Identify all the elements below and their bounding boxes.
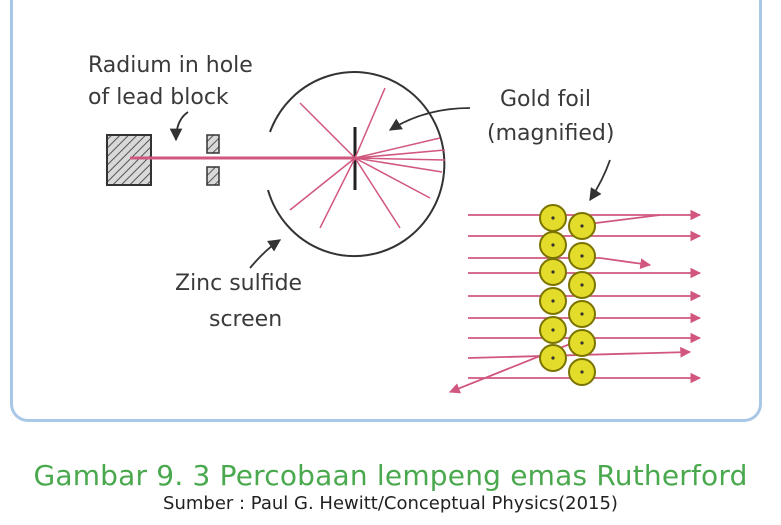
scattered-rays	[289, 87, 446, 229]
label-gold-foil-line2: (magnified)	[487, 121, 614, 146]
pointer-arrows	[169, 107, 611, 269]
zinc-sulfide-screen	[267, 71, 446, 258]
label-radium-line2: of lead block	[88, 85, 229, 110]
figure-caption: Gambar 9. 3 Percobaan lempeng emas Ruthe…	[33, 459, 748, 492]
lead-block	[106, 134, 152, 186]
figure-source: Sumber : Paul G. Hewitt/Conceptual Physi…	[163, 493, 618, 514]
figure-frame	[10, 0, 762, 422]
gold-atoms	[539, 204, 596, 386]
label-screen-line1: Zinc sulfide	[175, 271, 302, 296]
rutherford-diagram: Radium in hole of lead block Gold foil (…	[88, 53, 702, 394]
atom-nuclei	[551, 216, 584, 374]
label-radium-line1: Radium in hole	[88, 53, 253, 78]
label-screen-line2: screen	[209, 307, 282, 332]
label-gold-foil-line1: Gold foil	[500, 87, 591, 112]
collimator-slit	[206, 134, 220, 186]
